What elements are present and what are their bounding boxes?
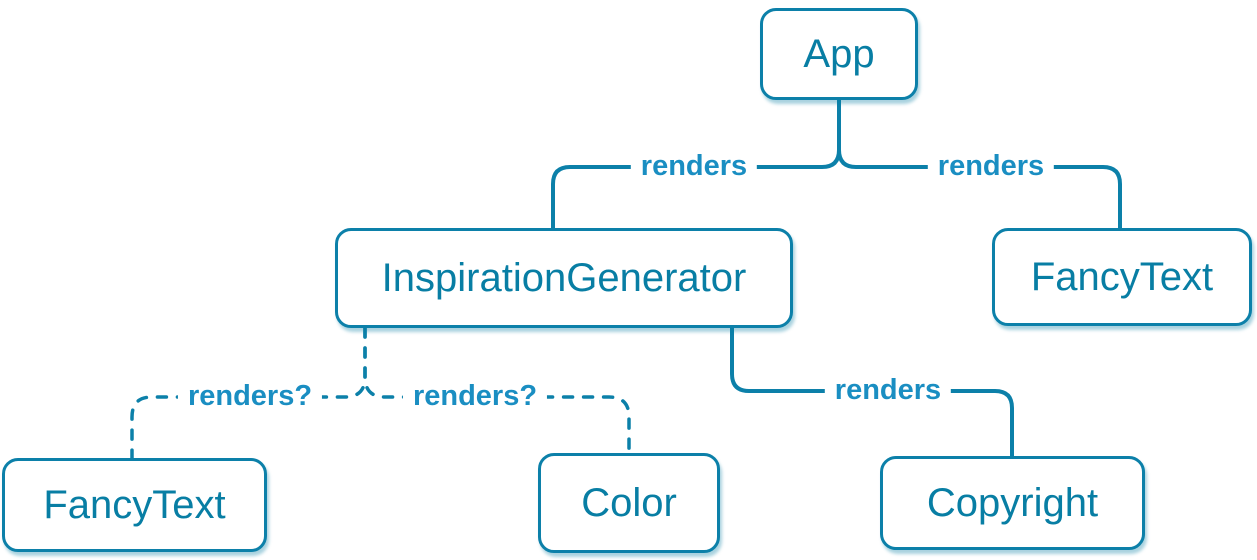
edge-label-inspiration-generator-to-fancy-text: renders? bbox=[177, 380, 323, 413]
node-fancy-text-top: FancyText bbox=[992, 228, 1252, 326]
edge-label-inspiration-generator-to-copyright: renders bbox=[824, 374, 952, 407]
edge-label-app-to-fancy-text: renders bbox=[927, 150, 1055, 183]
edge-label-app-to-inspiration-generator: renders bbox=[630, 150, 758, 183]
node-inspiration-generator: InspirationGenerator bbox=[335, 228, 793, 328]
node-color: Color bbox=[538, 453, 720, 553]
edge-inspiration-generator-to-fancy-text bbox=[130, 326, 367, 460]
node-copyright: Copyright bbox=[880, 456, 1145, 550]
node-app: App bbox=[760, 8, 918, 100]
edge-label-inspiration-generator-to-color: renders? bbox=[402, 380, 548, 413]
node-fancy-text-bottom: FancyText bbox=[2, 458, 267, 552]
edge-inspiration-generator-to-color bbox=[363, 326, 631, 455]
